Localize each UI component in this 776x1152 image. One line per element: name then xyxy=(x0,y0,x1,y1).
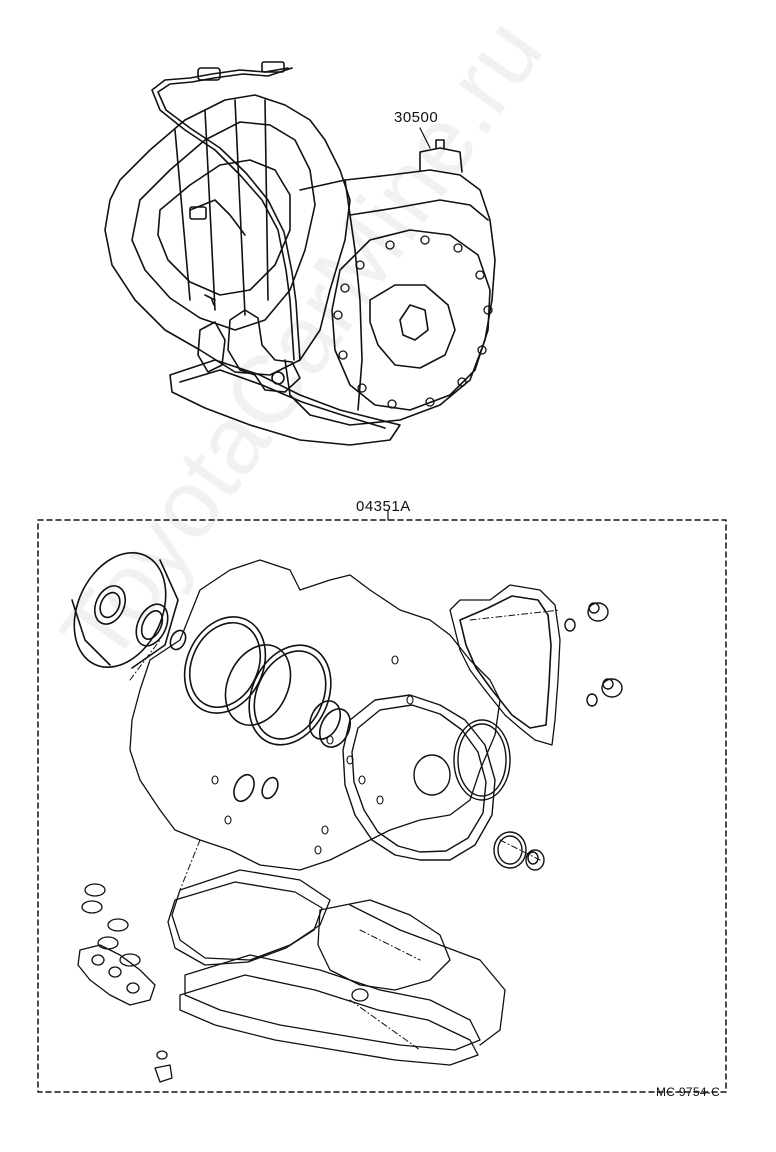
extension-gasket xyxy=(449,584,561,746)
gasket-holes xyxy=(211,655,414,855)
transaxle-assembly xyxy=(104,61,496,446)
valve-body-o-rings xyxy=(77,883,173,1083)
gasket-kit xyxy=(71,551,623,1083)
assembly-part-number: 30500 xyxy=(394,109,439,126)
bell-housing xyxy=(104,94,351,376)
cover-bolts xyxy=(333,235,493,409)
oil-pan xyxy=(169,359,401,446)
side-cover xyxy=(331,229,491,411)
pump-cover-gasket xyxy=(71,551,179,669)
drawing-code: MC 9754-C xyxy=(656,1085,721,1099)
side-cover-gasket xyxy=(342,694,511,861)
cable-connector xyxy=(197,67,221,81)
leader-30500 xyxy=(419,127,431,149)
speedometer-cable xyxy=(151,67,295,361)
valve-body-gaskets xyxy=(167,869,506,1066)
case-gasket xyxy=(129,559,501,871)
shift-lever xyxy=(227,309,301,393)
gasket-kit-part-number: 04351A xyxy=(356,498,411,515)
leader-lines xyxy=(129,609,561,1051)
transaxle-case xyxy=(284,169,496,426)
kit-boundary xyxy=(37,519,727,1093)
o-ring-set xyxy=(135,603,352,803)
oil-seals xyxy=(493,602,623,871)
